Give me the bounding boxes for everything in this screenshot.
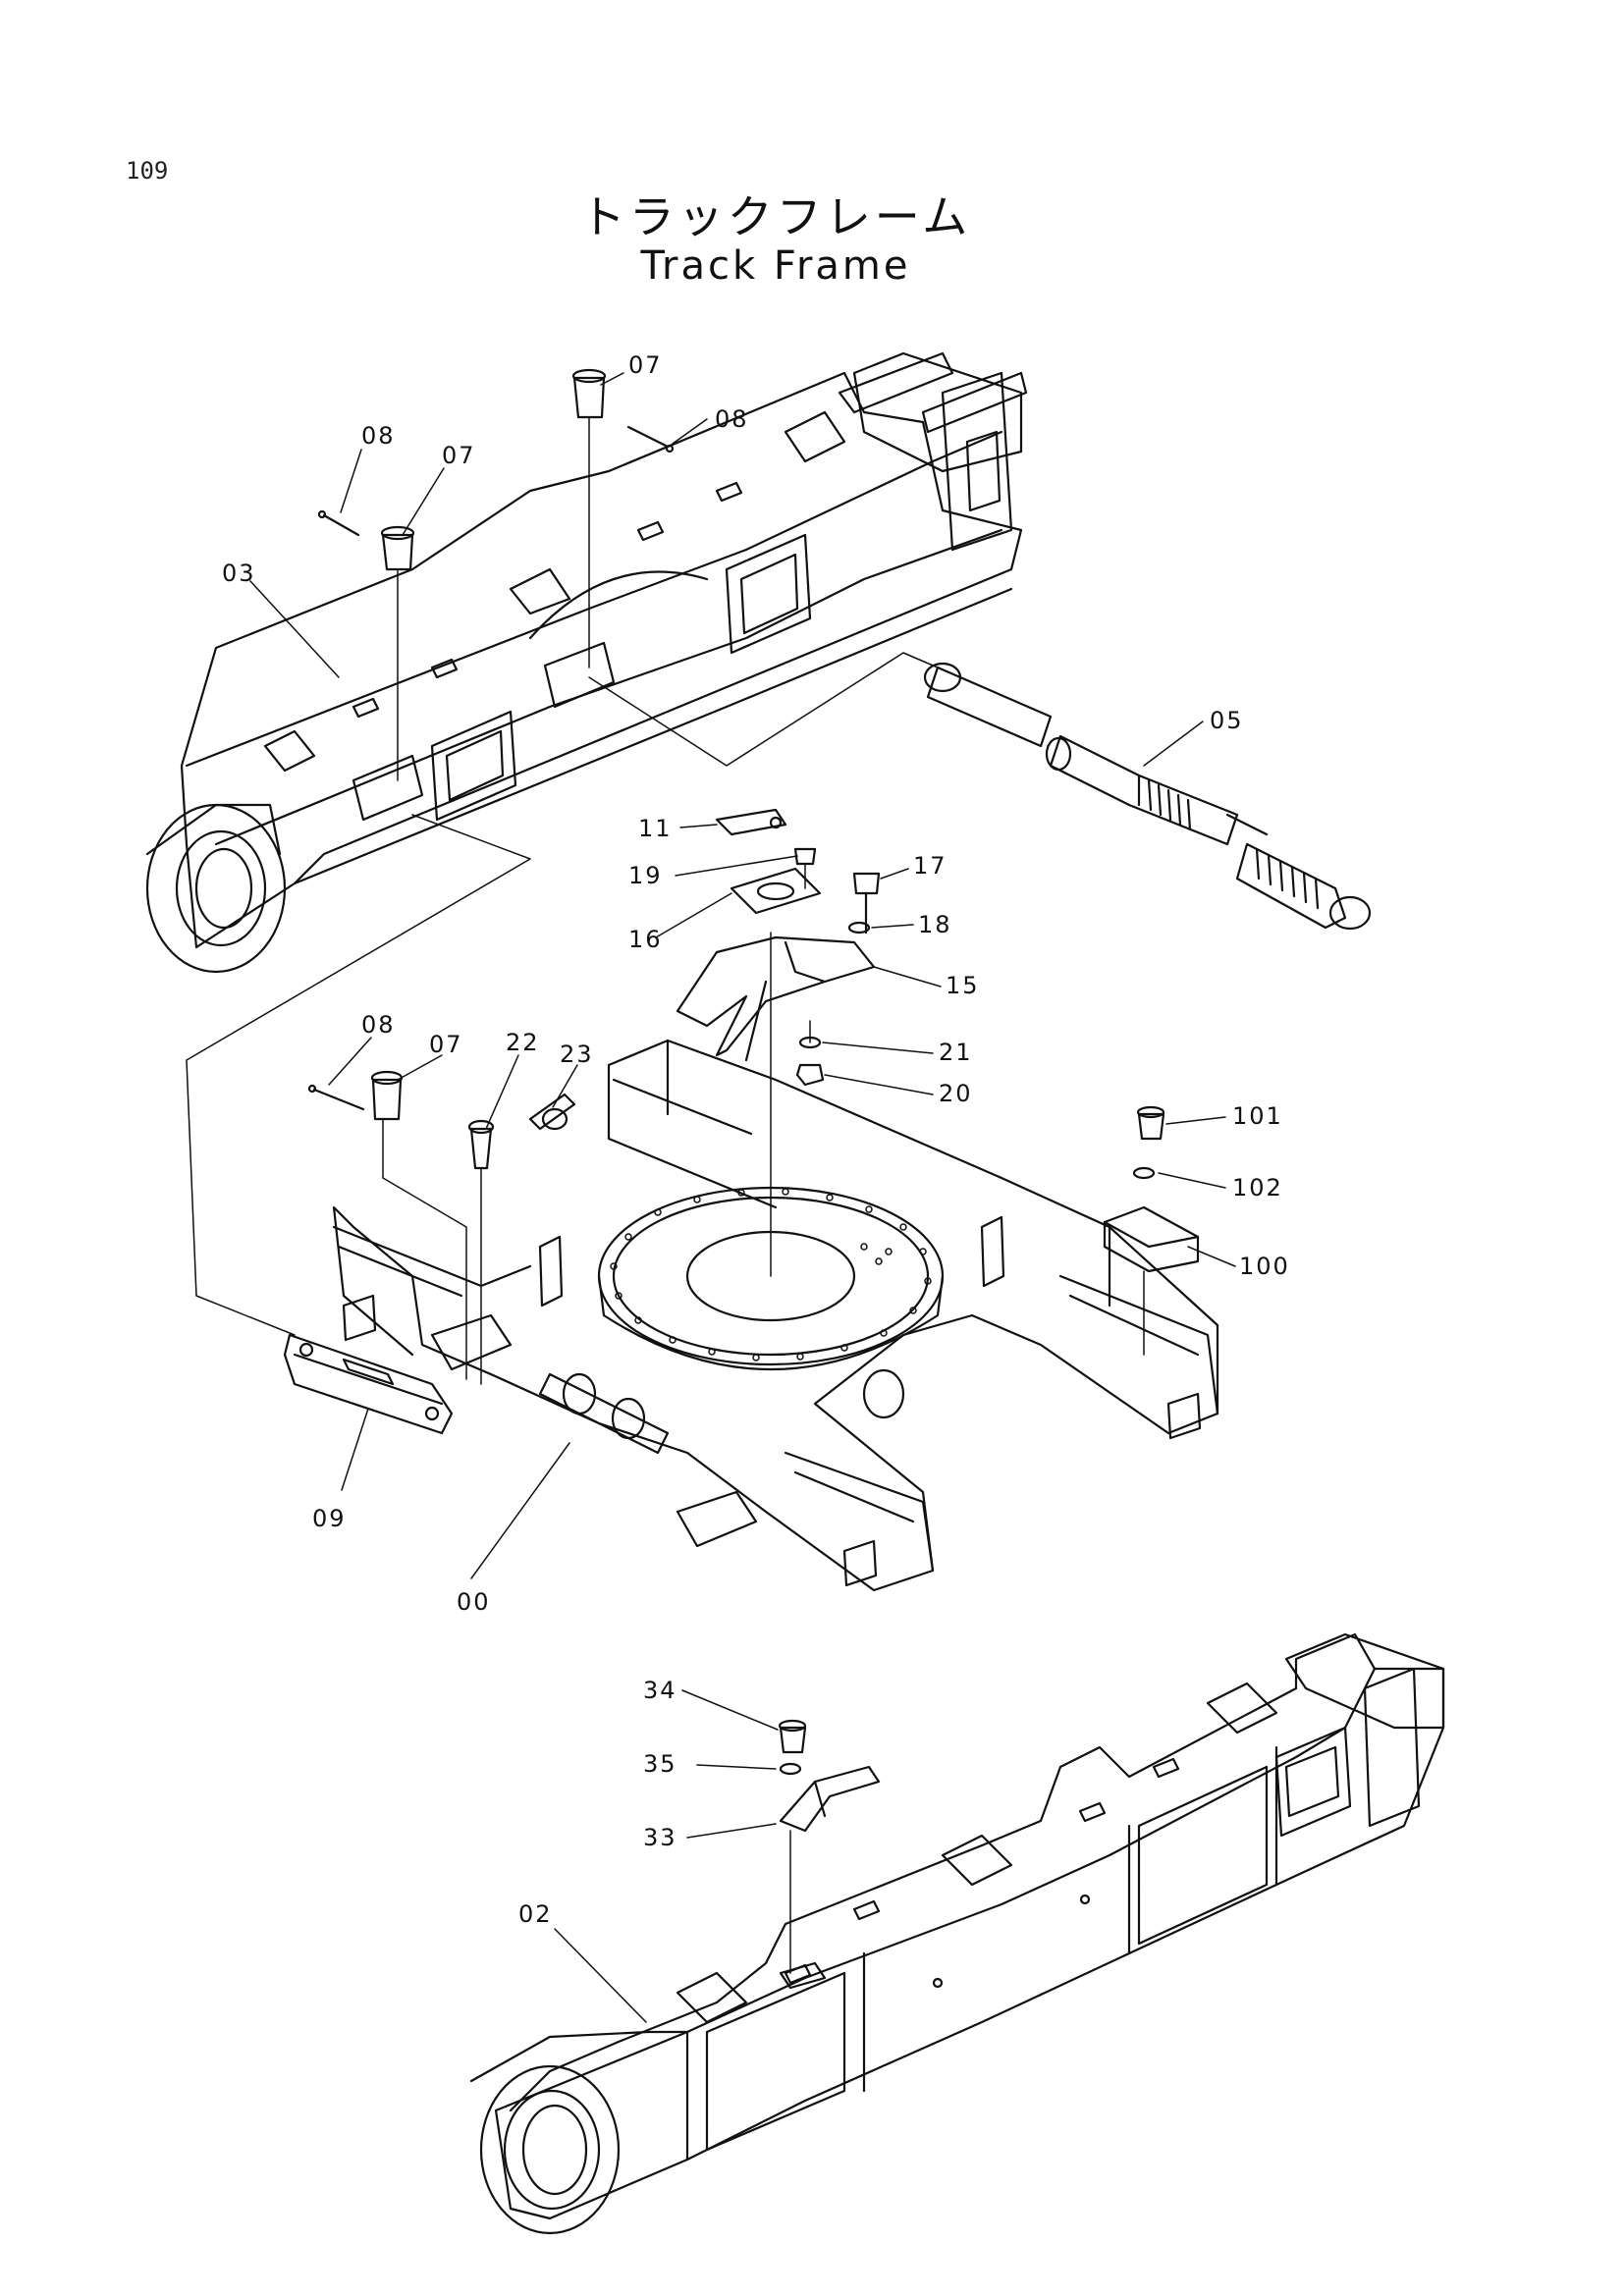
callout-labels: 07 08 08 07 03 05 11 19 17 16 18 15 08 0…	[222, 351, 1290, 1928]
callout-16: 16	[628, 926, 663, 953]
callout-21: 21	[939, 1039, 973, 1066]
track-frame-upper	[145, 351, 1028, 974]
callout-03: 03	[222, 560, 256, 587]
callout-08: 08	[715, 405, 749, 433]
callout-02: 02	[518, 1900, 553, 1928]
guard-bracket-33	[778, 1719, 881, 1990]
callout-19: 19	[628, 862, 663, 889]
slewing-ring-bolt-holes	[610, 1188, 932, 1362]
track-adjuster-05	[923, 662, 1372, 931]
callout-07: 07	[442, 442, 476, 469]
callout-08: 08	[361, 1011, 396, 1039]
pin-07-upper-right	[571, 368, 607, 668]
callout-23: 23	[560, 1041, 594, 1068]
cover-plate-100	[1103, 1105, 1200, 1356]
page-number: 109	[126, 157, 169, 185]
track-frame-lower	[469, 1632, 1445, 2235]
cotter-pin-08-upper	[317, 425, 675, 537]
callout-07: 07	[628, 351, 663, 379]
callout-33: 33	[643, 1824, 677, 1851]
callout-leaders	[249, 372, 1236, 2023]
pin-group-lower-left	[307, 1070, 576, 1385]
callout-15: 15	[946, 972, 980, 999]
page-title-japanese: トラックフレーム	[579, 190, 972, 243]
callout-34: 34	[643, 1677, 677, 1704]
bracket-group	[676, 808, 881, 1087]
callout-11: 11	[638, 815, 673, 842]
pin-07-upper-left	[380, 525, 415, 781]
callout-05: 05	[1210, 707, 1244, 734]
assembly-leader-lines	[186, 652, 939, 1336]
callout-00: 00	[457, 1588, 491, 1616]
pad-09	[283, 1333, 454, 1435]
callout-22: 22	[506, 1029, 540, 1056]
callout-101: 101	[1232, 1102, 1283, 1130]
page-title-english: Track Frame	[640, 243, 911, 289]
callout-100: 100	[1239, 1253, 1290, 1280]
callout-20: 20	[939, 1080, 973, 1107]
callout-17: 17	[913, 852, 947, 880]
callout-09: 09	[312, 1505, 347, 1532]
callout-07: 07	[429, 1031, 463, 1058]
callout-102: 102	[1232, 1174, 1283, 1201]
callout-35: 35	[643, 1750, 677, 1778]
callout-18: 18	[918, 911, 952, 938]
callout-08: 08	[361, 422, 396, 450]
